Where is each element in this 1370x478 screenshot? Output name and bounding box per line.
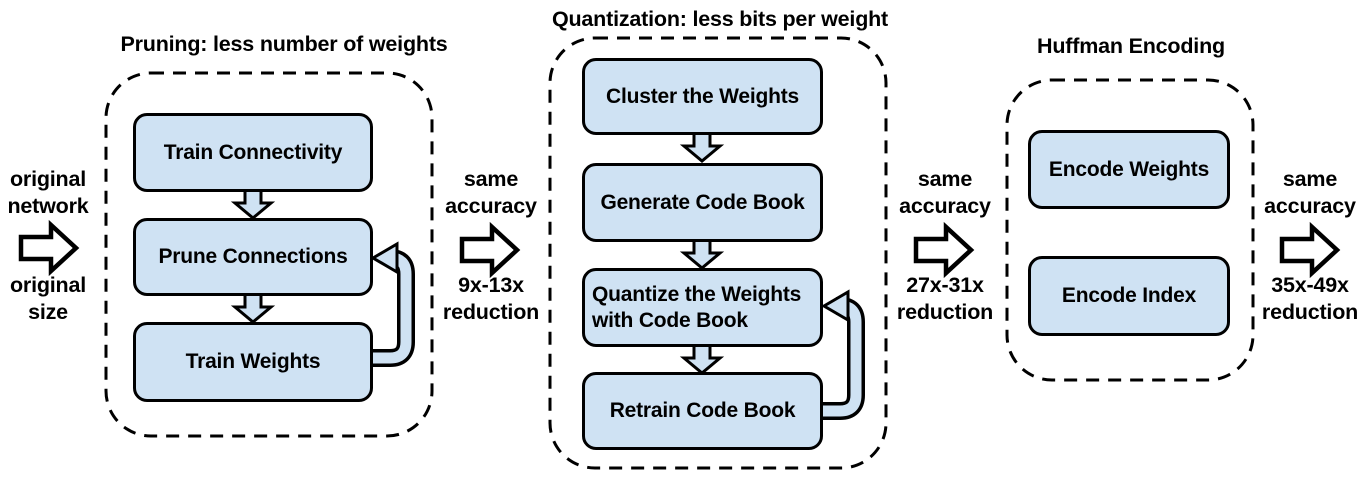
- flow-arrow-after-huffman-icon: [1279, 221, 1341, 279]
- down-arrow-icon: [679, 343, 725, 375]
- down-arrow-icon: [230, 188, 276, 220]
- step-encode-index: Encode Index: [1028, 256, 1230, 336]
- pruning-section-border: [104, 71, 434, 438]
- label-same-accuracy-1: same accuracy: [445, 167, 537, 218]
- label-original-size: original size: [9, 273, 87, 324]
- flow-arrow-after-pruning-icon: [459, 221, 521, 279]
- section-title-quantization: Quantization: less bits per weight: [551, 7, 889, 31]
- label-same-accuracy-3: same accuracy: [1264, 167, 1356, 218]
- quantization-section-border: [548, 36, 888, 470]
- label-original-network: original network: [7, 167, 89, 218]
- label-same-accuracy-2: same accuracy: [899, 167, 991, 218]
- step-encode-weights: Encode Weights: [1028, 130, 1230, 209]
- section-title-pruning: Pruning: less number of weights: [120, 32, 448, 56]
- flow-arrow-after-quantization-icon: [913, 221, 975, 279]
- quantization-feedback-loop-icon: [821, 289, 865, 420]
- step-prune-connections: Prune Connections: [133, 218, 373, 296]
- down-arrow-icon: [230, 292, 276, 324]
- step-quantize-the-weights: Quantize the Weights with Code Book: [582, 268, 823, 347]
- step-retrain-code-book: Retrain Code Book: [582, 372, 823, 450]
- step-cluster-the-weights: Cluster the Weights: [582, 58, 823, 135]
- pruning-feedback-loop-icon: [370, 241, 415, 367]
- step-train-weights: Train Weights: [133, 322, 373, 402]
- step-train-connectivity: Train Connectivity: [133, 113, 373, 192]
- down-arrow-icon: [679, 238, 725, 270]
- label-9x-13x-reduction: 9x-13x reduction: [442, 273, 540, 324]
- flow-arrow-original-icon: [18, 219, 80, 277]
- label-27x-31x-reduction: 27x-31x reduction: [896, 273, 994, 324]
- label-35x-49x-reduction: 35x-49x reduction: [1261, 273, 1359, 324]
- section-title-huffman: Huffman Encoding: [1037, 34, 1225, 58]
- down-arrow-icon: [679, 131, 725, 163]
- step-generate-code-book: Generate Code Book: [582, 163, 823, 242]
- huffman-section-border: [1005, 78, 1255, 382]
